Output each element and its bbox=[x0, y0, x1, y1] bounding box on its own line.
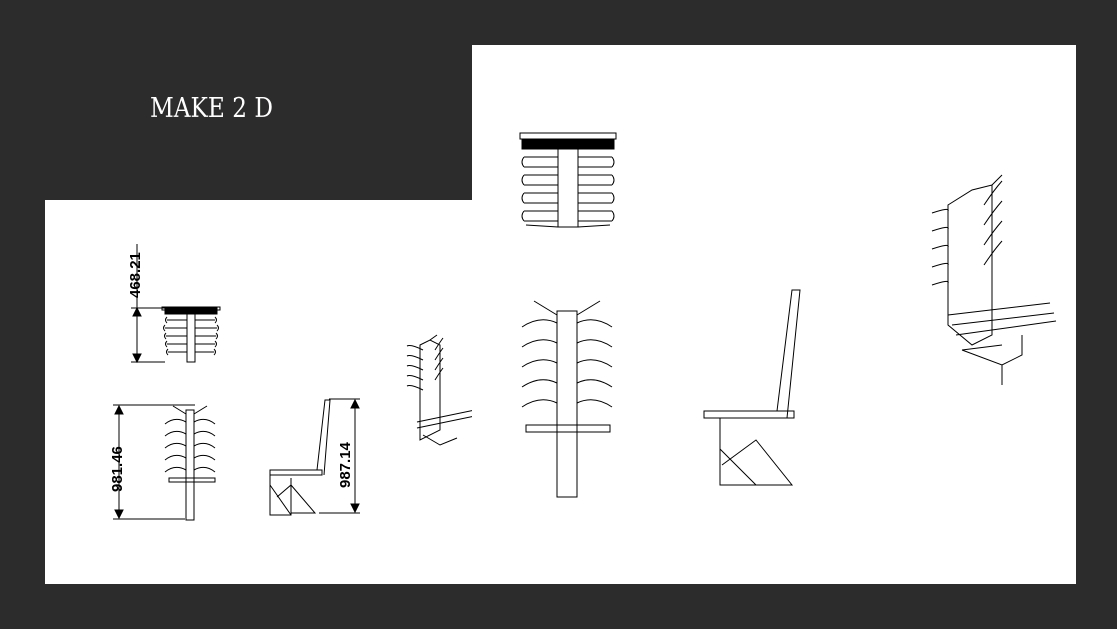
dimension-line-side-view bbox=[319, 398, 360, 514]
dimension-label-top-view: 468.21 bbox=[127, 252, 144, 298]
dimension-label-front-view: 981.46 bbox=[109, 446, 126, 492]
slide-title: MAKE 2 D bbox=[150, 93, 273, 124]
top-view-small bbox=[161, 306, 221, 363]
drawing-sheet-dimensioned: 468.21 981.46 987.14 bbox=[45, 200, 475, 584]
isometric-view-large bbox=[931, 174, 1057, 385]
front-view-large bbox=[521, 300, 613, 498]
isometric-view-small bbox=[406, 334, 475, 446]
dimension-label-side-view: 987.14 bbox=[337, 441, 354, 488]
dimension-line-front-view bbox=[113, 404, 195, 520]
drawing-sheet-views bbox=[472, 45, 1076, 584]
top-view-large bbox=[519, 132, 617, 228]
side-view-small bbox=[269, 399, 331, 516]
dimension-line-top-view bbox=[131, 244, 165, 364]
front-view-small bbox=[164, 405, 216, 521]
dimensioned-views-drawing: 468.21 981.46 987.14 bbox=[109, 244, 475, 521]
side-view-large bbox=[703, 289, 801, 486]
orthographic-views-drawing bbox=[519, 132, 1057, 498]
